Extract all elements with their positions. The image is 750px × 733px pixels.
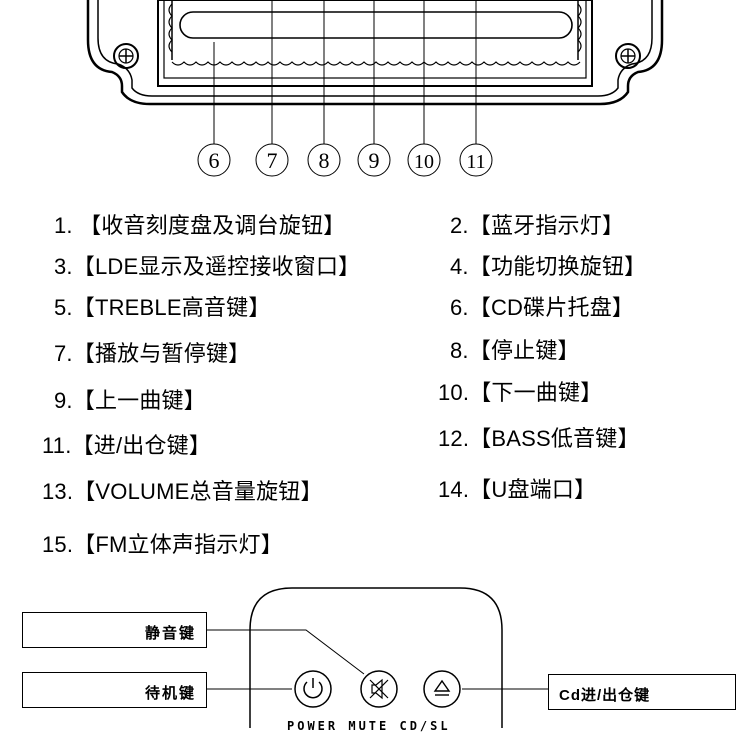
left-screw-icon bbox=[113, 43, 139, 69]
mute-callout-label: 静音键 bbox=[144, 625, 196, 642]
mute-icon bbox=[369, 678, 389, 700]
control-panel-illustration bbox=[206, 587, 548, 728]
callout-number-6: 6 bbox=[209, 148, 220, 173]
eject-callout-box: Cd进/出仓键 bbox=[548, 674, 736, 710]
legend-item-4: 4.【功能切换旋钮】 bbox=[450, 254, 647, 279]
mute-button bbox=[360, 670, 398, 708]
legend-item-8: 8.【停止键】 bbox=[450, 338, 580, 363]
legend-item-14: 14.【U盘端口】 bbox=[438, 477, 597, 502]
power-icon bbox=[303, 678, 323, 699]
legend-item-13: 13.【VOLUME总音量旋钮】 bbox=[42, 479, 323, 504]
callout-number-10: 10 bbox=[414, 151, 434, 173]
callout-number-9: 9 bbox=[369, 148, 380, 173]
cd-slot bbox=[179, 11, 573, 39]
callout-number-8: 8 bbox=[319, 148, 330, 173]
device-outer-frame bbox=[86, 0, 664, 106]
panel-button-labels: POWER MUTE CD/SL bbox=[287, 719, 451, 733]
mute-callout-box: 静音键 bbox=[22, 612, 207, 648]
legend-item-12: 12.【BASS低音键】 bbox=[438, 426, 640, 451]
eject-icon bbox=[433, 679, 451, 696]
callout-circle-9 bbox=[357, 143, 391, 177]
legend-item-15: 15.【FM立体声指示灯】 bbox=[42, 532, 283, 557]
callout-circle-10 bbox=[407, 143, 441, 177]
legend-item-2: 2.【蓝牙指示灯】 bbox=[450, 213, 625, 238]
callout-number-7: 7 bbox=[267, 148, 278, 173]
eject-callout-label: Cd进/出仓键 bbox=[559, 687, 651, 704]
legend-item-9: 9.【上一曲键】 bbox=[54, 388, 206, 413]
power-button bbox=[294, 670, 332, 708]
legend-item-10: 10.【下一曲键】 bbox=[438, 380, 603, 405]
callout-circle-11 bbox=[459, 143, 493, 177]
mute-leader-line bbox=[206, 629, 365, 675]
legend-item-3: 3.【LDE显示及遥控接收窗口】 bbox=[54, 254, 361, 279]
callout-number-11: 11 bbox=[466, 151, 485, 173]
legend-item-1: 1. 【收音刻度盘及调台旋钮】 bbox=[54, 213, 346, 238]
eject-button bbox=[423, 670, 461, 708]
legend-item-7: 7.【播放与暂停键】 bbox=[54, 341, 251, 366]
standby-callout-box: 待机键 bbox=[22, 672, 207, 708]
callout-circle-6 bbox=[197, 143, 231, 177]
callout-circle-7 bbox=[255, 143, 289, 177]
right-screw-icon bbox=[615, 43, 641, 69]
control-panel-outline bbox=[249, 587, 503, 728]
legend-item-11: 11.【进/出仓键】 bbox=[42, 433, 212, 458]
standby-callout-label: 待机键 bbox=[144, 685, 196, 702]
callout-circle-8 bbox=[307, 143, 341, 177]
legend-item-6: 6.【CD碟片托盘】 bbox=[450, 295, 635, 320]
legend-item-5: 5.【TREBLE高音键】 bbox=[54, 295, 271, 320]
device-front-illustration: 6 7 8 9 10 11 bbox=[86, 0, 664, 177]
